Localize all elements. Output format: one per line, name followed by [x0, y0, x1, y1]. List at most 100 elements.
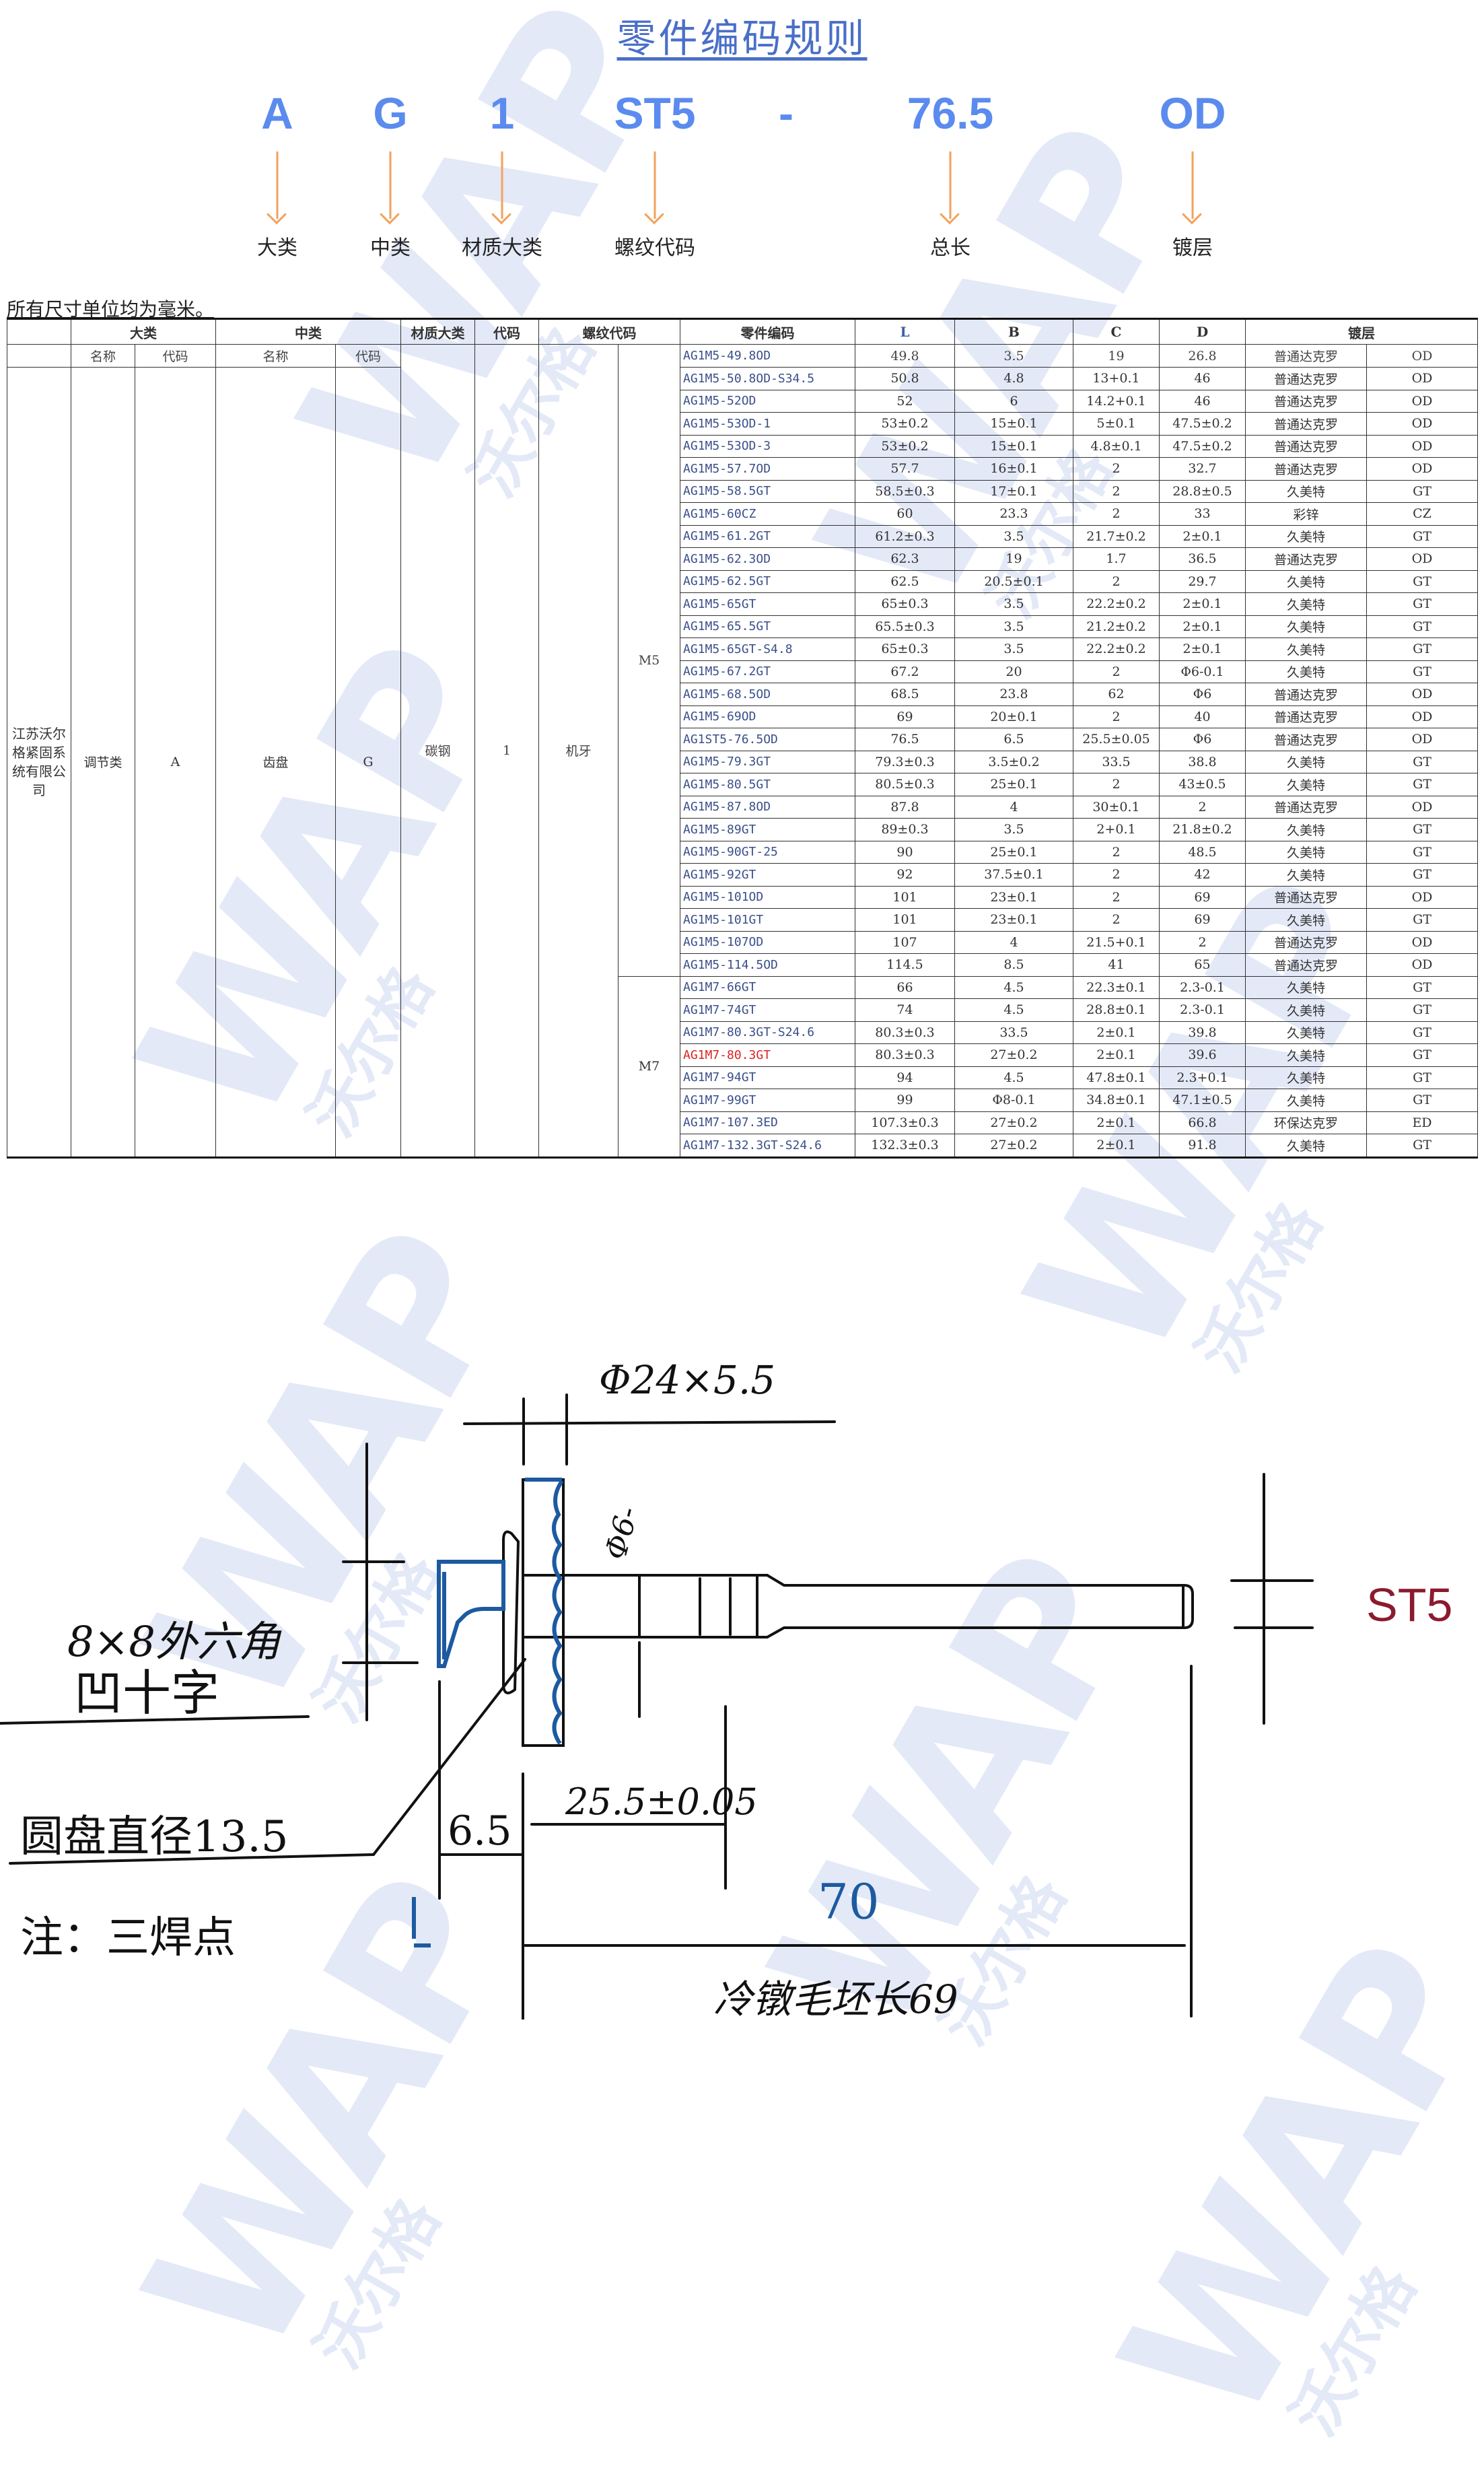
plating-code-cell: GT: [1366, 1021, 1478, 1044]
D-cell: 29.7: [1159, 570, 1246, 593]
part-number-cell: AG1M5-68.5OD: [680, 683, 855, 706]
D-cell: 48.5: [1159, 840, 1246, 864]
header-B: B: [954, 318, 1073, 345]
header-middle-name: 名称: [215, 344, 336, 368]
plating-code-cell: GT: [1366, 998, 1478, 1022]
plating-name-cell: 久美特: [1245, 524, 1367, 548]
C-cell: 4.8±0.1: [1073, 434, 1160, 458]
header-blank: [7, 318, 71, 345]
C-cell: 21.5+0.1: [1073, 930, 1160, 954]
plating-name-cell: 普通达克罗: [1245, 885, 1367, 909]
part-number-cell: AG1M5-79.3GT: [680, 750, 855, 773]
part-number-cell: AG1M5-101OD: [680, 885, 855, 909]
B-cell: 4.8: [954, 367, 1073, 390]
plating-code-cell: GT: [1366, 615, 1478, 638]
part-number-cell: AG1M7-80.3GT: [680, 1043, 855, 1067]
plating-code-cell: GT: [1366, 975, 1478, 999]
B-cell: 4.5: [954, 975, 1073, 999]
C-cell: 22.2±0.2: [1073, 592, 1160, 616]
L-cell: 74: [855, 998, 955, 1022]
plating-code-cell: OD: [1366, 728, 1478, 751]
D-cell: 2±0.1: [1159, 524, 1246, 548]
plating-code-cell: OD: [1366, 930, 1478, 954]
C-cell: 14.2+0.1: [1073, 389, 1160, 413]
C-cell: 1.7: [1073, 547, 1160, 571]
plating-name-cell: 久美特: [1245, 750, 1367, 773]
plating-name-cell: 普通达克罗: [1245, 547, 1367, 571]
part-number-cell: AG1M5-62.3OD: [680, 547, 855, 571]
B-cell: 3.5: [954, 592, 1073, 616]
part-number-cell: AG1M5-65.5GT: [680, 615, 855, 638]
L-cell: 68.5: [855, 683, 955, 706]
plating-code-cell: GT: [1366, 570, 1478, 593]
down-arrow-icon: [653, 151, 656, 219]
B-cell: 20: [954, 660, 1073, 683]
D-cell: 47.5±0.2: [1159, 434, 1246, 458]
D-cell: 2±0.1: [1159, 615, 1246, 638]
header-major-code: 代码: [135, 344, 216, 368]
L-cell: 80.5±0.3: [855, 773, 955, 796]
plating-name-cell: 普通达克罗: [1245, 930, 1367, 954]
L-cell: 50.8: [855, 367, 955, 390]
blank-length-note: 冷镦毛坯长69: [713, 1976, 958, 2020]
plating-code-cell: GT: [1366, 637, 1478, 661]
page-title: 零件编码规则: [0, 7, 1484, 63]
code-segment: 76.5: [907, 88, 994, 138]
part-number-cell: AG1M7-74GT: [680, 998, 855, 1022]
L-cell: 52: [855, 389, 955, 413]
part-number-cell: AG1M7-80.3GT-S24.6: [680, 1021, 855, 1044]
header-plating: 镀层: [1245, 318, 1478, 345]
D-cell: 2.3-0.1: [1159, 998, 1246, 1022]
plating-code-cell: OD: [1366, 885, 1478, 909]
company-cell: 江苏沃尔格紧固系统有限公司: [7, 367, 71, 1158]
plating-name-cell: 久美特: [1245, 863, 1367, 887]
C-cell: 2: [1073, 660, 1160, 683]
C-cell: 19: [1073, 344, 1160, 368]
B-cell: 20.5±0.1: [954, 570, 1073, 593]
thread-type-cell: 机牙: [538, 344, 619, 1158]
D-cell: 69: [1159, 885, 1246, 909]
L-cell: 76.5: [855, 728, 955, 751]
L-cell: 58.5±0.3: [855, 479, 955, 503]
part-number-cell: AG1M5-107OD: [680, 930, 855, 954]
B-cell: 25±0.1: [954, 773, 1073, 796]
B-cell: 3.5: [954, 344, 1073, 368]
D-cell: 21.8±0.2: [1159, 818, 1246, 841]
L-cell: 99: [855, 1089, 955, 1112]
plating-code-cell: GT: [1366, 1089, 1478, 1112]
part-number-cell: AG1M5-60CZ: [680, 502, 855, 526]
code-segment: 1: [489, 88, 515, 138]
C-cell: 2: [1073, 570, 1160, 593]
C-cell: 22.2±0.2: [1073, 637, 1160, 661]
plating-code-cell: GT: [1366, 840, 1478, 864]
B-cell: 23±0.1: [954, 908, 1073, 932]
C-cell: 2: [1073, 885, 1160, 909]
plating-name-cell: 普通达克罗: [1245, 412, 1367, 436]
part-number-cell: AG1M5-101GT: [680, 908, 855, 932]
plating-name-cell: 久美特: [1245, 570, 1367, 593]
B-cell: 27±0.2: [954, 1043, 1073, 1067]
C-cell: 41: [1073, 953, 1160, 977]
D-cell: Φ6-0.1: [1159, 660, 1246, 683]
plating-code-cell: OD: [1366, 367, 1478, 390]
D-cell: 2±0.1: [1159, 592, 1246, 616]
D-cell: 33: [1159, 502, 1246, 526]
B-cell: 20±0.1: [954, 705, 1073, 728]
thread-group-cell: M5: [618, 344, 680, 977]
header-middle: 中类: [215, 318, 401, 345]
plating-name-cell: 久美特: [1245, 660, 1367, 683]
dim-total-70: 70: [818, 1873, 880, 1930]
L-cell: 62.5: [855, 570, 955, 593]
plating-code-cell: OD: [1366, 434, 1478, 458]
D-cell: 46: [1159, 389, 1246, 413]
part-number-cell: AG1M7-107.3ED: [680, 1111, 855, 1134]
plating-code-cell: OD: [1366, 389, 1478, 413]
B-cell: 25±0.1: [954, 840, 1073, 864]
code-segment-label: 大类: [257, 236, 297, 260]
down-arrow-icon: [501, 151, 503, 219]
